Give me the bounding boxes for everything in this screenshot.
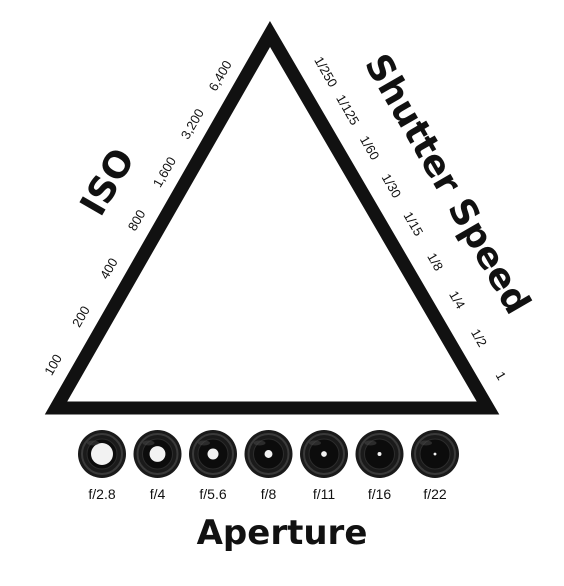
fstop-label: f/11	[313, 486, 336, 502]
iso-value: 3,200	[178, 106, 207, 142]
aperture-lens-row	[78, 430, 459, 478]
fstop-label: f/22	[423, 486, 447, 502]
aperture-lens-icon	[300, 430, 348, 478]
shutter-speed-value: 1/30	[379, 171, 405, 200]
iso-value: 1,600	[150, 154, 179, 190]
aperture-lens-icon	[78, 430, 126, 478]
iso-value: 800	[125, 207, 149, 233]
shutter-speed-value: 1/4	[446, 288, 468, 311]
shutter-speed-value: 1/15	[401, 209, 427, 238]
exposure-triangle	[44, 21, 500, 415]
shutter-speed-value: 1/8	[424, 250, 446, 273]
fstop-label: f/4	[150, 486, 166, 502]
shutter-speed-value: 1/2	[468, 326, 490, 349]
shutter-speed-value: 1/60	[357, 133, 383, 162]
aperture-lens-icon	[355, 430, 404, 478]
shutter-speed-value: 1/250	[311, 54, 340, 90]
iso-value: 400	[97, 255, 121, 281]
aperture-lens-icon	[189, 430, 237, 478]
shutter-speed-value: 1	[493, 369, 510, 383]
iso-value: 100	[41, 352, 65, 378]
shutter-speed-value: 1/125	[333, 92, 362, 128]
fstop-label: f/16	[368, 486, 392, 502]
fstop-label: f/8	[261, 486, 277, 502]
iso-value: 6,400	[205, 58, 234, 94]
fstop-label: f/5.6	[199, 486, 226, 502]
aperture-lens-icon	[411, 430, 459, 478]
aperture-lens-icon	[133, 430, 182, 478]
aperture-label: Aperture	[197, 513, 368, 553]
aperture-lens-icon	[244, 430, 293, 478]
fstop-label: f/2.8	[88, 486, 115, 502]
iso-value: 200	[69, 303, 93, 329]
aperture-fstop-labels: f/2.8 f/4 f/5.6 f/8 f/11 f/16 f/22	[88, 486, 447, 502]
